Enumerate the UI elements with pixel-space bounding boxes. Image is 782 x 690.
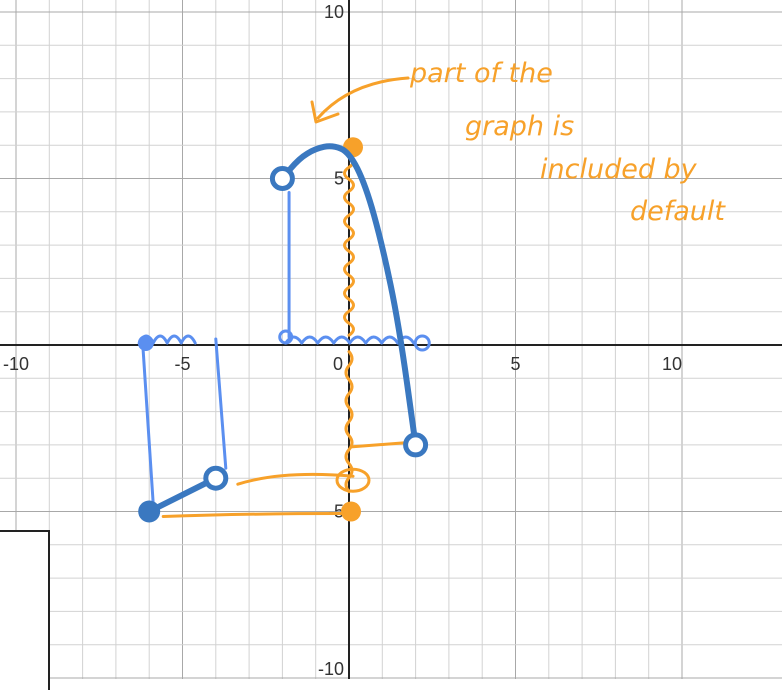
annotation-squiggle bbox=[344, 350, 354, 494]
y-tick-label: -5 bbox=[328, 502, 344, 522]
projection-loop bbox=[413, 334, 431, 352]
x-tick-label: -5 bbox=[174, 354, 190, 374]
tick-labels: -10 -5 0 5 10 10 5 -5 -10 bbox=[3, 2, 682, 679]
side-panel-frame bbox=[0, 530, 50, 690]
graph-pieces bbox=[138, 143, 429, 523]
x-tick-label: 5 bbox=[510, 354, 520, 374]
x-tick-label: -10 bbox=[3, 354, 29, 374]
annotation-stroke bbox=[349, 441, 406, 449]
annotation-line: part of the bbox=[409, 58, 553, 89]
annotation-line: graph is bbox=[465, 111, 574, 142]
projection-stroke bbox=[214, 337, 228, 470]
graph-piece bbox=[279, 143, 419, 448]
annotation-strokes bbox=[161, 76, 410, 522]
projection-strokes bbox=[137, 191, 431, 505]
annotation-loop bbox=[335, 467, 371, 493]
y-tick-label: 5 bbox=[334, 169, 344, 189]
y-tick-label: 10 bbox=[324, 2, 344, 22]
closed-endpoint bbox=[138, 500, 161, 523]
x-tick-label: 0 bbox=[333, 354, 343, 374]
annotation-squiggle bbox=[343, 153, 355, 337]
open-endpoint bbox=[403, 432, 429, 458]
annotation-line: default bbox=[630, 196, 726, 227]
annotation-stroke bbox=[161, 512, 345, 518]
x-tick-label: 10 bbox=[662, 354, 682, 374]
annotation-line: included by bbox=[540, 154, 698, 185]
annotation-arrow bbox=[316, 76, 410, 120]
annotation-arrowhead bbox=[310, 100, 340, 124]
projection-dot bbox=[137, 335, 154, 351]
projection-stroke bbox=[284, 335, 416, 345]
annotation-note: part of the graph is included by default bbox=[409, 58, 726, 227]
open-endpoint bbox=[269, 166, 295, 191]
projection-loop bbox=[278, 329, 294, 345]
annotation-closed-dot bbox=[341, 501, 361, 522]
y-tick-label: -10 bbox=[318, 659, 344, 679]
projection-stroke bbox=[141, 339, 155, 505]
open-endpoint bbox=[203, 465, 229, 491]
